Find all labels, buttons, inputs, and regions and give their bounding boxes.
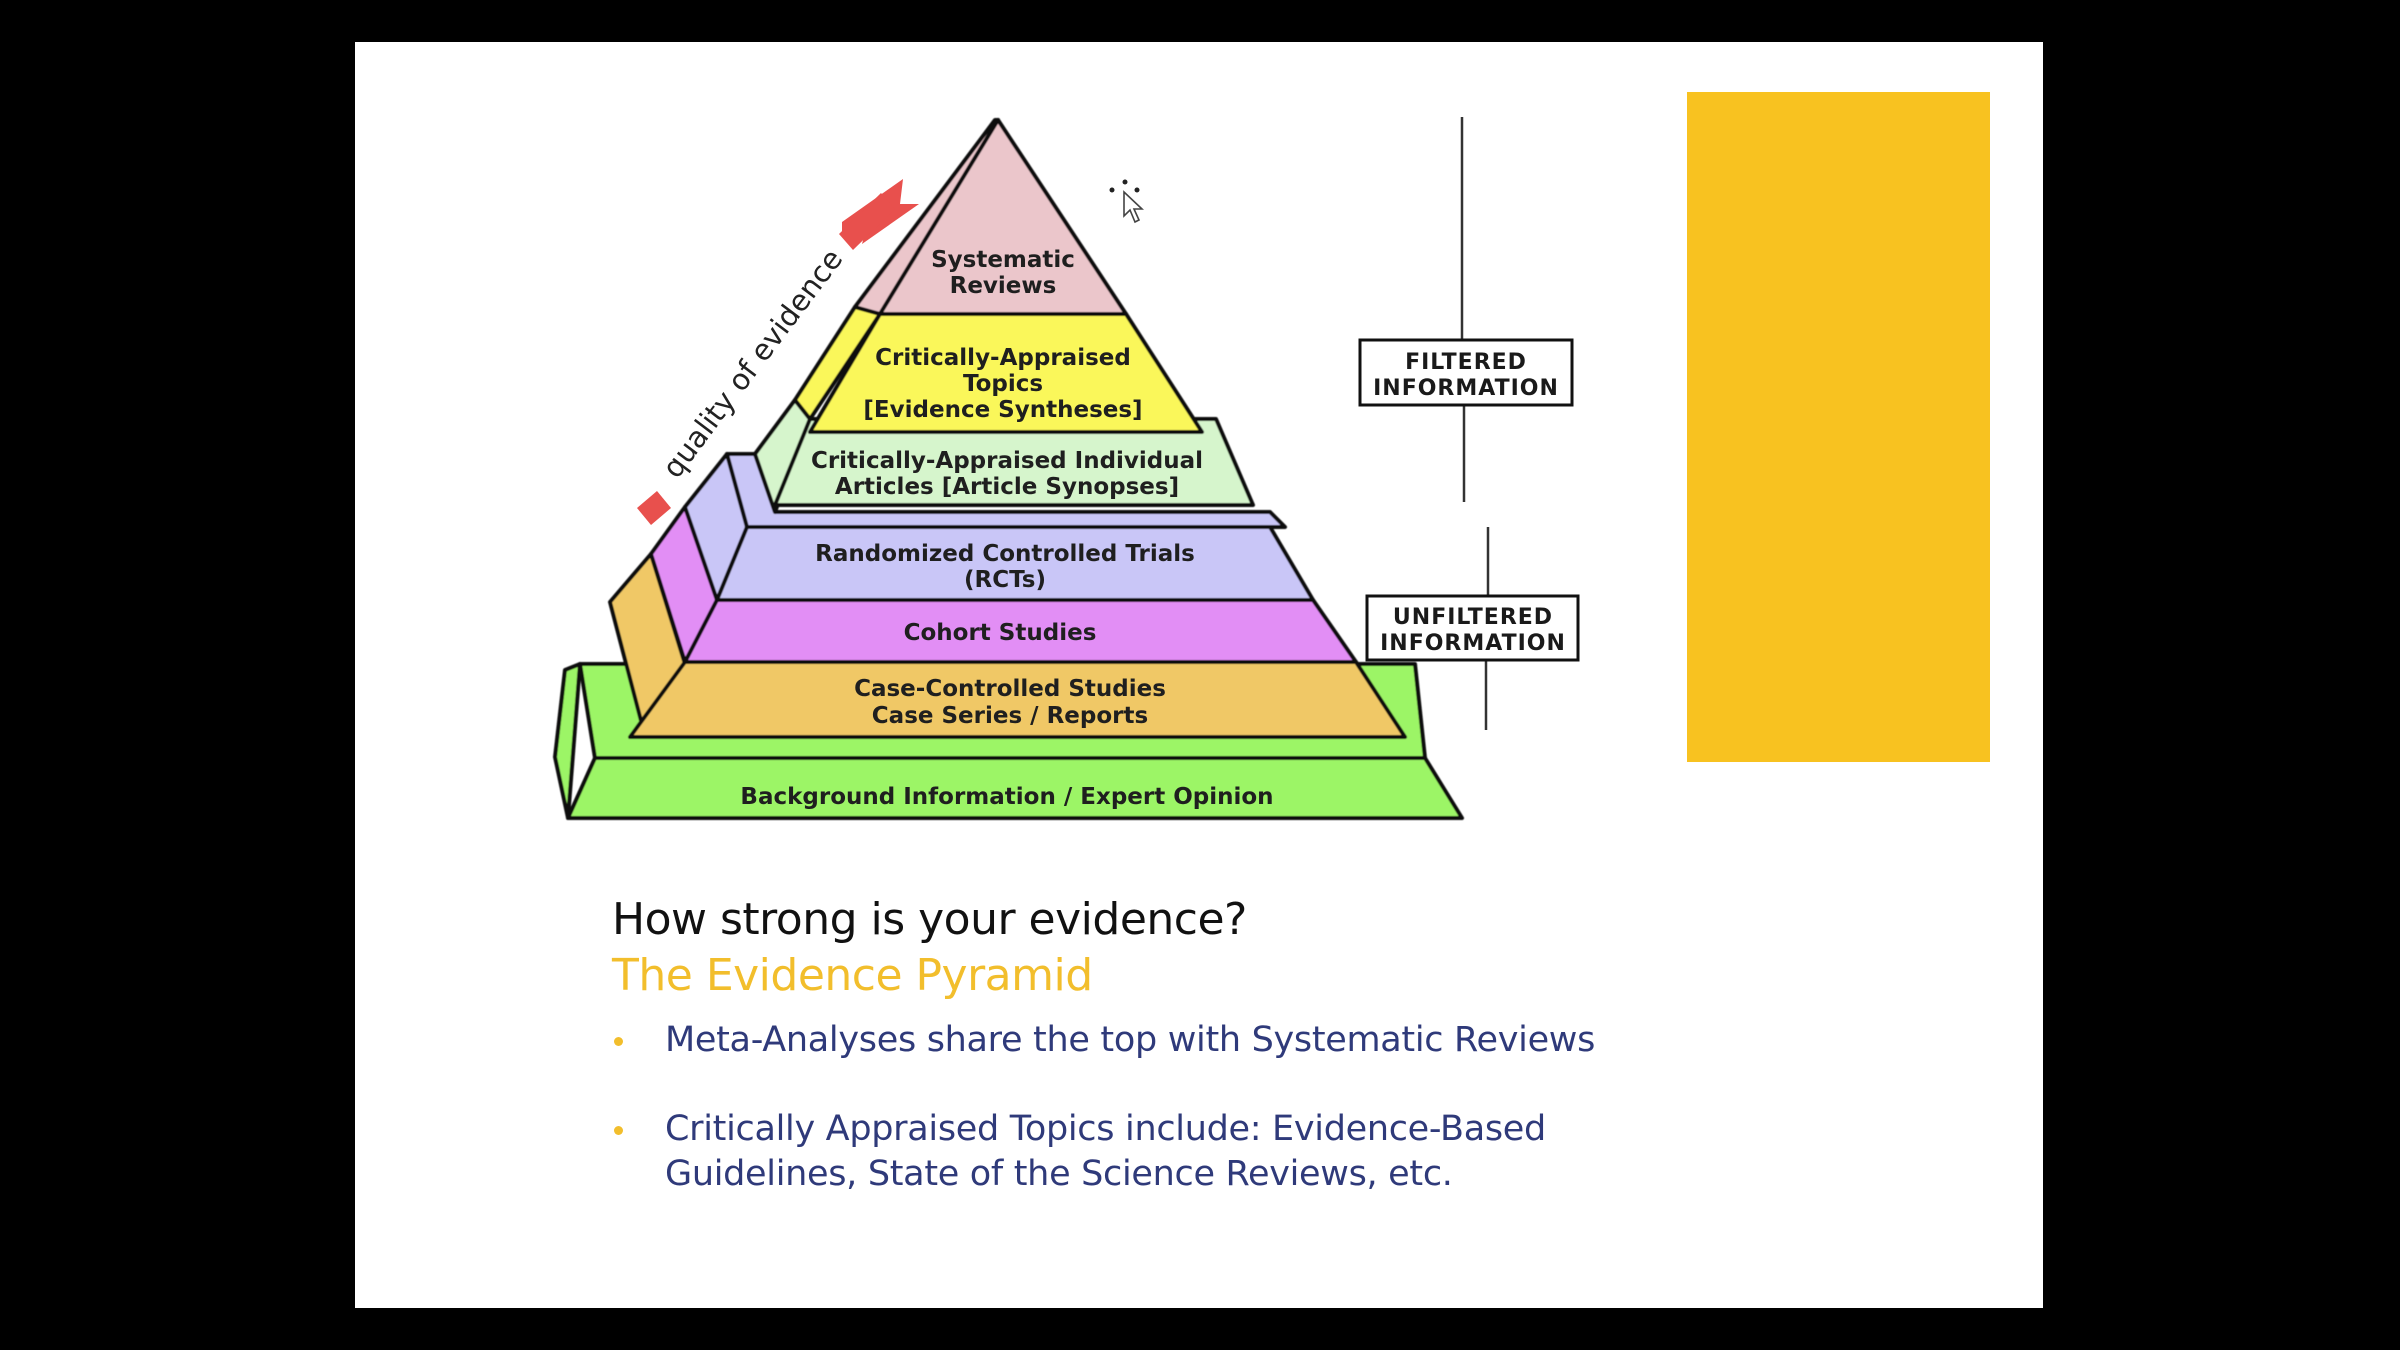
tier-label-line: Critically-Appraised [875,345,1131,371]
tier-label-line: Background Information / Expert Opinion [740,784,1273,810]
bullet-item: Meta-Analyses share the top with Systema… [612,1018,1712,1063]
tier-label-line: Reviews [950,273,1057,299]
bullet-dot-icon [614,1037,623,1046]
bullet-list: Meta-Analyses share the top with Systema… [612,1018,1712,1197]
tier-label-line: Case-Controlled Studies [854,676,1166,702]
filtered-information-box: FILTERED INFORMATION [1358,338,1574,407]
tier-label-line: Cohort Studies [904,620,1097,646]
slide-subtitle: The Evidence Pyramid [612,950,1093,1001]
tier-label-line: Topics [963,371,1043,397]
slide-text: How strong is your evidence? The Evidenc… [612,892,1712,1241]
tier-background-front [566,756,1464,820]
tier-label-line: Systematic [931,247,1075,273]
arrow-shaft-top [839,193,895,250]
arrow-tail [637,491,671,525]
tier-label-line: Critically-Appraised Individual [811,448,1203,474]
unfiltered-line-1: UNFILTERED [1393,605,1553,630]
bullet-item: Critically Appraised Topics include: Evi… [612,1107,1625,1197]
tier-label-background-expert-opinion: Background Information / Expert Opinion [740,784,1273,810]
pointer-cursor-icon [1109,179,1145,224]
unfiltered-information-box: UNFILTERED INFORMATION [1365,594,1580,662]
tier-label-cohort-studies: Cohort Studies [904,620,1097,646]
tier-label-line: [Evidence Syntheses] [863,397,1142,423]
tier-label-line: Case Series / Reports [872,703,1148,729]
filtered-line-1: FILTERED [1405,350,1527,375]
filtered-line-2: INFORMATION [1373,376,1559,401]
tier-label-line: Articles [Article Synopses] [835,474,1179,500]
bullet-text: Critically Appraised Topics include: Evi… [665,1109,1546,1194]
bullet-text: Meta-Analyses share the top with Systema… [665,1020,1596,1060]
tier-label-line: (RCTs) [964,567,1046,593]
tier-rct-front [715,525,1315,602]
accent-block [1687,92,1990,762]
tier-systematic-front [878,118,1128,316]
tier-label-rct: Randomized Controlled Trials(RCTs) [815,541,1195,593]
tier-label-line: Randomized Controlled Trials [815,541,1195,567]
slide-title: How strong is your evidence? [612,894,1247,945]
unfiltered-line-2: INFORMATION [1380,631,1566,656]
bullet-dot-icon [614,1126,623,1135]
